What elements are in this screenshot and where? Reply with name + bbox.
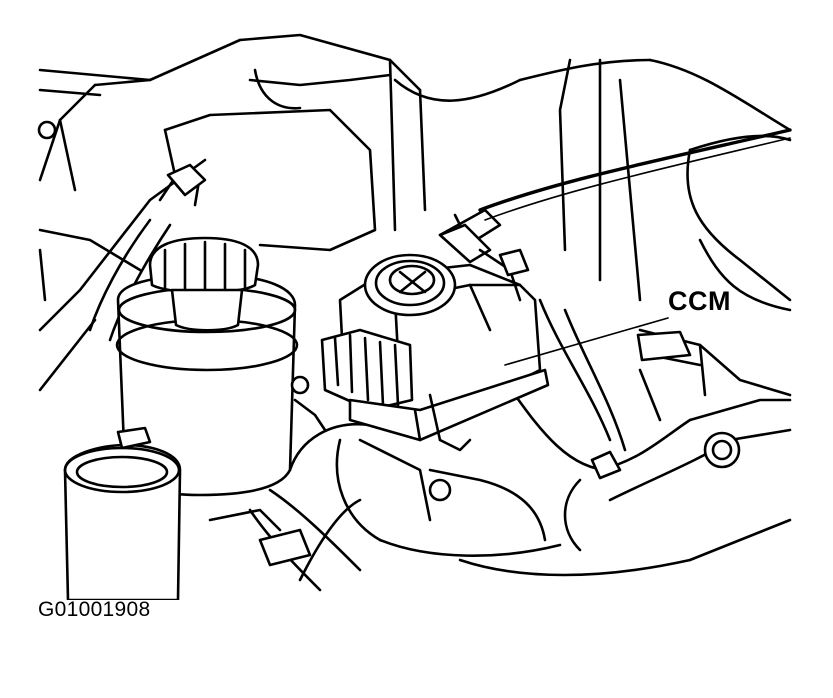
- engine-bay-illustration: [37, 33, 792, 600]
- filler-neck: [63, 443, 182, 600]
- ccm-module: [320, 223, 550, 452]
- background-structure: [37, 33, 792, 392]
- central-hoses: [116, 298, 792, 592]
- figure-id: G01001908: [38, 598, 151, 621]
- throttle-cable: [438, 128, 792, 252]
- ccm-leader-line: [504, 317, 669, 366]
- engine-bay-line-drawing: [37, 33, 792, 600]
- ccm-callout-label: CCM: [668, 286, 731, 316]
